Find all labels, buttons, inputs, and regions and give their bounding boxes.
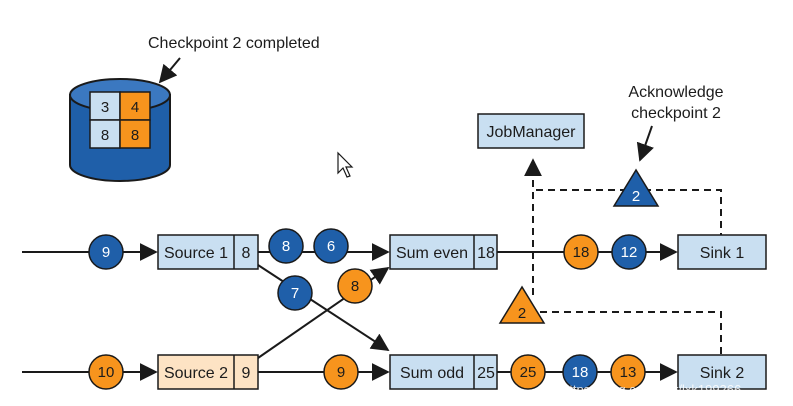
- state-cell-4: [119, 119, 151, 149]
- sum-even-state: 18: [477, 245, 495, 262]
- state-cell-2: [119, 91, 151, 121]
- operator-sum-even: Sum even 18: [389, 234, 498, 270]
- record-even-sink-a: 18: [563, 234, 599, 270]
- record-odd-sink-a-value: 25: [520, 364, 537, 381]
- acknowledge-label-line2: checkpoint 2: [631, 105, 721, 122]
- record-in-source2: 10: [88, 354, 124, 390]
- record-s2-even-value: 8: [351, 278, 359, 295]
- sum-odd-name: Sum odd: [400, 365, 464, 382]
- barrier-sink1-value: 2: [632, 188, 640, 205]
- state-backend: 3 4 8 8: [69, 78, 171, 182]
- source2-name: Source 2: [164, 365, 228, 382]
- record-odd-sink-a: 25: [510, 354, 546, 390]
- barrier-sink1: 2: [612, 168, 660, 207]
- record-s1-even-a-value: 8: [282, 238, 290, 255]
- ack-path-2: [540, 311, 722, 356]
- jobmanager: JobManager: [477, 113, 585, 149]
- record-odd-sink-c: 13: [610, 354, 646, 390]
- sink2-name: Sink 2: [700, 365, 745, 382]
- record-s2-odd-value: 9: [337, 364, 345, 381]
- watermark: https://blog.csdn.net/lxk199266: [562, 382, 741, 397]
- state-cell-4-value: 8: [131, 127, 139, 144]
- record-even-sink-b-value: 12: [621, 244, 638, 261]
- acknowledge-label-line1: Acknowledge: [628, 84, 723, 101]
- source1-name: Source 1: [164, 245, 228, 262]
- record-odd-sink-b: 18: [562, 354, 598, 390]
- edge-ack-pointer: [636, 125, 654, 162]
- barrier-sink2: 2: [498, 285, 546, 324]
- record-s1-even-b: 6: [313, 228, 349, 264]
- record-in-source2-value: 10: [98, 364, 115, 381]
- record-s1-odd-value: 7: [291, 285, 299, 302]
- record-s1-even-a: 8: [268, 228, 304, 264]
- state-cell-2-value: 4: [131, 99, 139, 116]
- record-s1-odd: 7: [277, 275, 313, 311]
- record-in-source1: 9: [88, 234, 124, 270]
- source1-state: 8: [242, 245, 251, 262]
- operator-sink2: Sink 2: [677, 354, 767, 390]
- record-odd-sink-b-value: 18: [572, 364, 589, 381]
- sum-odd-state: 25: [477, 365, 495, 382]
- record-odd-sink-c-value: 13: [620, 364, 637, 381]
- checkpoint-completed-label: Checkpoint 2 completed: [148, 35, 320, 52]
- records: 9 8 6 7 8 10 9 18: [88, 228, 647, 390]
- sink1-name: Sink 1: [700, 245, 745, 262]
- edge-source1-sum-odd: [257, 264, 390, 351]
- record-s2-even: 8: [337, 268, 373, 304]
- record-even-sink-b: 12: [611, 234, 647, 270]
- state-cell-3: [89, 119, 121, 149]
- source2-state: 9: [242, 365, 251, 382]
- operator-sum-odd: Sum odd 25: [389, 354, 498, 390]
- record-even-sink-a-value: 18: [573, 244, 590, 261]
- operator-source1: Source 1 8: [157, 234, 259, 270]
- operator-source2: Source 2 9: [157, 354, 259, 390]
- record-s2-odd: 9: [323, 354, 359, 390]
- edge-state-pointer: [158, 57, 181, 84]
- record-s1-even-b-value: 6: [327, 238, 335, 255]
- state-cell-3-value: 8: [101, 127, 109, 144]
- state-cell-1-value: 3: [101, 99, 109, 116]
- record-in-source1-value: 9: [102, 244, 110, 261]
- barrier-sink2-value: 2: [518, 305, 526, 322]
- sum-even-name: Sum even: [396, 245, 468, 262]
- jobmanager-name: JobManager: [487, 124, 577, 141]
- mouse-cursor-icon: [337, 151, 354, 178]
- operator-sink1: Sink 1: [677, 234, 767, 270]
